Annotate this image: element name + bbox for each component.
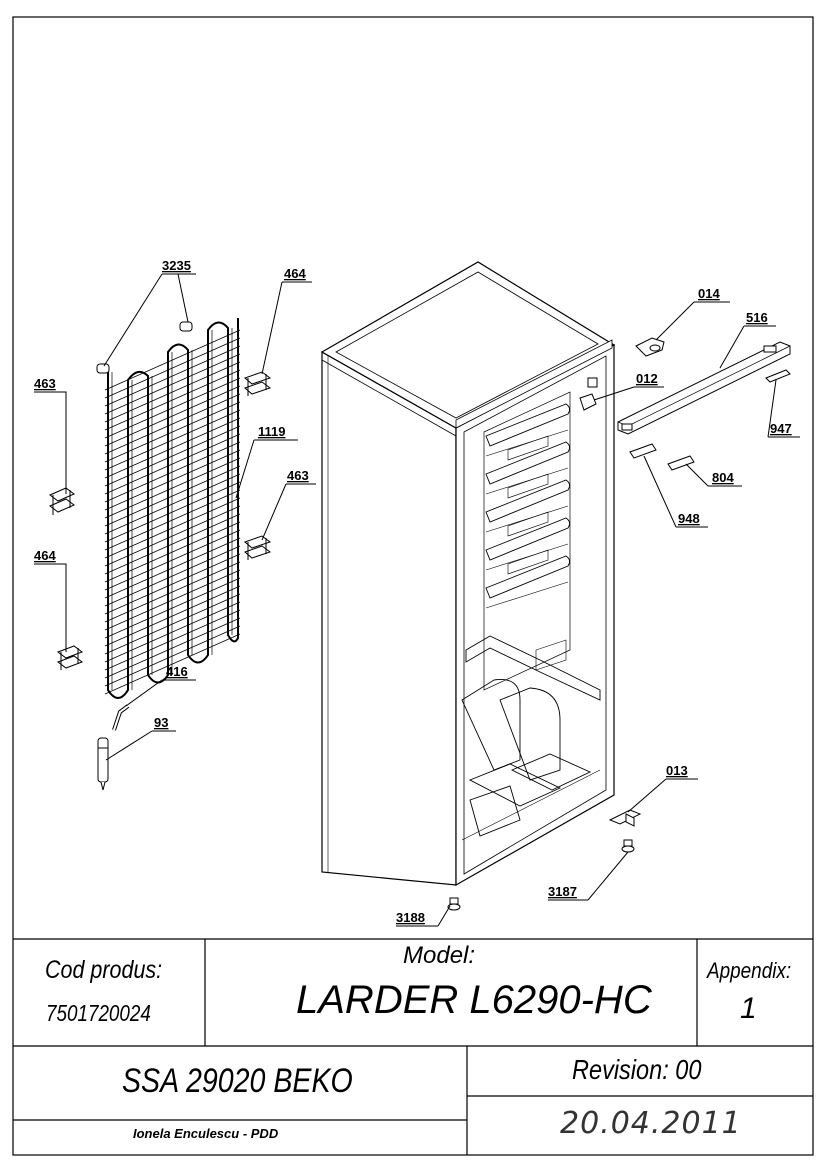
label-464-left: 464	[34, 548, 56, 563]
label-3188: 3188	[396, 910, 425, 925]
inner-liner	[461, 391, 601, 841]
label-516: 516	[746, 310, 768, 325]
label-463-left: 463	[34, 376, 56, 391]
cod-produs-label: Cod produs:	[45, 956, 163, 984]
tube-connector-left	[96, 363, 110, 374]
part-948	[629, 443, 657, 459]
part-804	[667, 455, 695, 471]
appendix-label: Appendix:	[707, 958, 792, 983]
label-3235: 3235	[162, 258, 191, 273]
foot-3188	[447, 897, 461, 911]
revision: Revision: 00	[572, 1054, 702, 1085]
model-value: LARDER L6290-HC	[296, 978, 652, 1022]
cover-bar-516	[617, 341, 791, 435]
foot-3187	[621, 839, 635, 853]
label-804: 804	[712, 470, 734, 485]
label-3187: 3187	[548, 884, 577, 899]
clip-464-left	[56, 645, 84, 670]
leader-lines	[34, 273, 800, 927]
appendix-value: 1	[740, 992, 757, 1025]
part-012	[579, 377, 598, 411]
drawing-frame	[12, 16, 814, 1156]
label-93: 93	[154, 715, 168, 730]
label-416: 416	[166, 664, 188, 679]
label-013: 013	[666, 763, 688, 778]
label-463-right: 463	[287, 468, 309, 483]
label-1119: 1119	[258, 424, 286, 439]
ssa-code: SSA 29020 BEKO	[122, 1062, 353, 1100]
label-012: 012	[636, 371, 658, 386]
label-464-top: 464	[284, 266, 306, 281]
model-label: Model:	[403, 942, 476, 969]
label-947: 947	[770, 421, 792, 436]
label-014: 014	[698, 286, 720, 301]
cabinet	[320, 261, 616, 887]
cod-produs-value: 7501720024	[46, 1000, 151, 1026]
condenser-tube	[107, 318, 239, 699]
filter-drier-93	[97, 737, 109, 791]
clip-463-left	[49, 487, 75, 515]
clip-463-right	[244, 535, 272, 560]
date: 20.04.2011	[560, 1106, 742, 1141]
hinge-013	[608, 809, 642, 827]
title-block-grid	[13, 938, 813, 1155]
hinge-014	[635, 337, 665, 357]
condenser-wires	[104, 329, 241, 695]
part-947	[765, 369, 791, 383]
condenser-part	[104, 318, 241, 699]
label-948: 948	[678, 511, 700, 526]
clip-464-top	[244, 371, 272, 396]
tube-connector-right	[179, 321, 193, 332]
author: Ionela Enculescu - PDD	[133, 1126, 279, 1141]
